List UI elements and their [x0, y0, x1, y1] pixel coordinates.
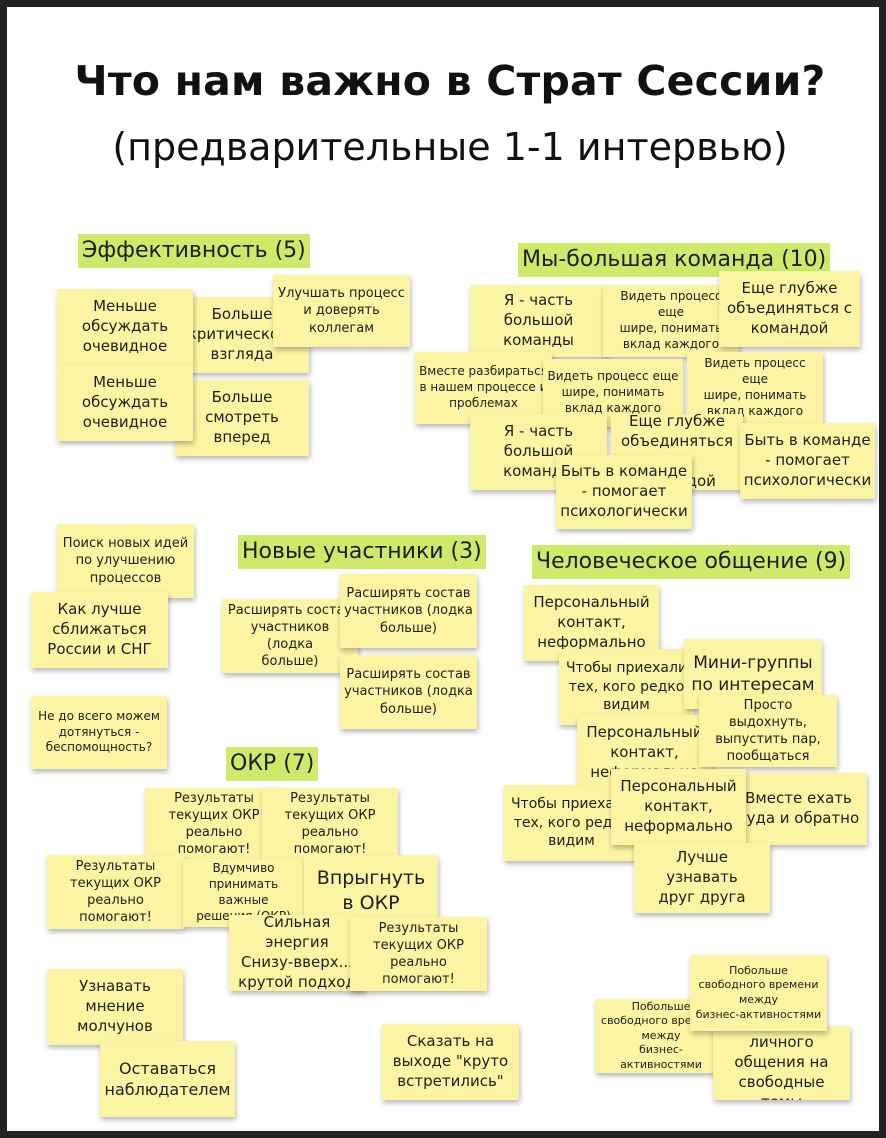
- sticky-note[interactable]: Расширять состав участников (лодка больш…: [340, 574, 477, 648]
- sticky-note[interactable]: Лучше узнавать друг друга: [634, 843, 770, 913]
- sticky-note[interactable]: Персональный контакт, неформально: [611, 769, 746, 845]
- board-subtitle: (предварительные 1-1 интервью): [112, 125, 788, 169]
- sticky-note[interactable]: Результаты текущих ОКР реально помогают!: [145, 788, 283, 860]
- sticky-note[interactable]: Больше смотреть вперед: [175, 380, 309, 456]
- sticky-note[interactable]: Персональный контакт, неформально: [524, 585, 659, 661]
- sticky-note[interactable]: Видеть процесс еще шире, понимать вклад …: [603, 285, 739, 357]
- category-big-team[interactable]: Мы-большая команда (10): [518, 243, 831, 277]
- sticky-note[interactable]: Быть в команде - помогает психологически: [556, 455, 692, 529]
- sticky-note[interactable]: Сказать на выходе "круто встретились": [382, 1024, 519, 1100]
- sticky-note[interactable]: Узнавать мнение молчунов: [47, 969, 183, 1045]
- sticky-note[interactable]: Побольше свободного времени между бизнес…: [690, 955, 827, 1031]
- sticky-note[interactable]: Поиск новых идей по улучшению процессов: [57, 524, 194, 598]
- sticky-note[interactable]: Результаты текущих ОКР реально помогают!: [47, 855, 184, 929]
- sticky-note[interactable]: Не до всего можем дотянуться - беспомощн…: [31, 696, 167, 769]
- sticky-note[interactable]: Я - часть большой команды: [470, 285, 607, 357]
- sticky-note[interactable]: Вместе ехать туда и обратно: [730, 773, 867, 845]
- sticky-note[interactable]: Побольше личного общения на свободные те…: [713, 1026, 850, 1100]
- sticky-note[interactable]: Как лучше сближаться России и СНГ: [31, 592, 168, 668]
- sticky-note[interactable]: Улучшать процесс и доверять коллегам: [273, 275, 410, 347]
- sticky-note[interactable]: Расширять состав участников (лодка больш…: [222, 599, 358, 673]
- sticky-note[interactable]: Расширять состав участников (лодка больш…: [340, 655, 477, 729]
- sticky-note[interactable]: Еще глубже объединяться с командой: [719, 271, 860, 347]
- category-efficiency[interactable]: Эффективность (5): [78, 234, 310, 268]
- sticky-note[interactable]: Результаты текущих ОКР реально помогают!: [350, 917, 487, 991]
- category-human-communication[interactable]: Человеческое общение (9): [532, 545, 851, 579]
- sticky-note[interactable]: Чтобы приехали тех, кого редко видим: [559, 649, 694, 725]
- sticky-note[interactable]: Сильная энергия Снизу-вверх... крутой по…: [229, 915, 365, 991]
- category-newcomers[interactable]: Новые участники (3): [238, 535, 486, 569]
- sticky-note[interactable]: Впрыгнуть в ОКР: [304, 855, 438, 927]
- sticky-note[interactable]: Оставаться наблюдателем: [100, 1041, 235, 1117]
- board-title: Что нам важно в Страт Сессии?: [74, 57, 826, 105]
- sticky-note[interactable]: Меньше обсуждать очевидное: [57, 365, 193, 441]
- sticky-note[interactable]: Меньше обсуждать очевидное: [57, 289, 193, 365]
- sticky-note[interactable]: Быть в команде - помогает психологически: [740, 423, 875, 499]
- sticky-note[interactable]: Результаты текущих ОКР реально помогают!: [262, 788, 398, 860]
- category-okr[interactable]: ОКР (7): [226, 747, 319, 781]
- sticky-note[interactable]: Просто выдохнуть, выпустить пар, пообщат…: [699, 695, 837, 767]
